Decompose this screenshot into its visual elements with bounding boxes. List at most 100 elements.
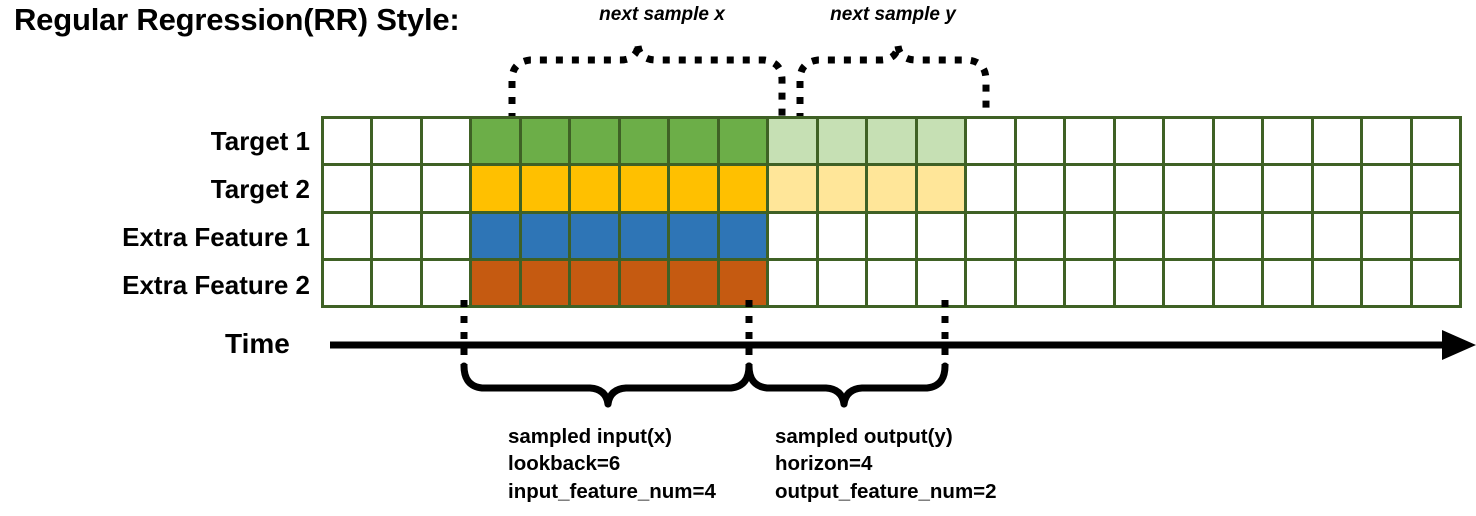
- bottom-brace-connectors: [460, 300, 949, 408]
- grid-cell: [967, 213, 1014, 258]
- annotation-output-line-1: sampled output(y): [775, 425, 953, 448]
- top-brace-connectors: [508, 45, 990, 120]
- grid-cell: [670, 166, 717, 211]
- grid-cell: [422, 213, 470, 258]
- grid-cell: [1066, 260, 1113, 305]
- grid-cell: [818, 166, 866, 211]
- grid-cell: [1313, 119, 1361, 164]
- grid-cell: [472, 166, 519, 211]
- grid-cell: [818, 260, 866, 305]
- grid-cell: [967, 166, 1014, 211]
- grid-cell: [719, 260, 767, 305]
- annotation-output-line-2: horizon=4: [775, 452, 873, 476]
- grid-cell: [422, 260, 470, 305]
- grid-cell: [719, 166, 767, 211]
- grid-cell: [719, 119, 767, 164]
- grid-cell: [917, 213, 965, 258]
- grid-cell: [917, 166, 965, 211]
- grid-cell: [967, 260, 1014, 305]
- row-label-extra-feature-2: Extra Feature 2: [122, 270, 310, 300]
- right-arrow-icon: [1442, 330, 1476, 360]
- grid-cell: [967, 119, 1014, 164]
- time-axis-label: Time: [225, 328, 290, 359]
- grid-cell: [1313, 166, 1361, 211]
- grid-cell: [571, 213, 618, 258]
- grid-cell: [1016, 260, 1064, 305]
- grid-cell: [1412, 119, 1459, 164]
- grid-cell: [1412, 166, 1459, 211]
- annotation-input-line-3: input_feature_num=4: [508, 479, 716, 503]
- grid-cell: [620, 213, 668, 258]
- grid-cell: [1165, 260, 1212, 305]
- grid-cell: [472, 119, 519, 164]
- grid-cell: [1066, 119, 1113, 164]
- grid-cell: [521, 260, 569, 305]
- grid-cell: [769, 213, 816, 258]
- grid-cell: [868, 260, 915, 305]
- grid-cell: [1016, 166, 1064, 211]
- grid-cell: [1363, 166, 1410, 211]
- grid-cell: [1313, 260, 1361, 305]
- grid-cell: [373, 213, 420, 258]
- grid-cell: [571, 166, 618, 211]
- grid-cell: [1115, 166, 1163, 211]
- label-next-sample-x: next sample x: [599, 4, 725, 25]
- grid-cell: [1363, 260, 1410, 305]
- annotation-output-line-3: output_feature_num=2: [775, 479, 997, 503]
- grid-cell: [1363, 119, 1410, 164]
- row-label-target-2: Target 2: [210, 174, 310, 204]
- grid-cell: [769, 166, 816, 211]
- grid-cell: [324, 260, 371, 305]
- grid-cell: [1412, 213, 1459, 258]
- grid-cell: [472, 260, 519, 305]
- grid-cell: [324, 166, 371, 211]
- grid-cell: [1115, 119, 1163, 164]
- grid-cell: [1066, 166, 1113, 211]
- grid-cell: [917, 119, 965, 164]
- grid-cell: [1016, 119, 1064, 164]
- grid-cell: [1214, 260, 1262, 305]
- grid-cell: [670, 119, 717, 164]
- grid-cell: [620, 119, 668, 164]
- grid-cell: [670, 260, 717, 305]
- grid-cell: [868, 213, 915, 258]
- grid-cell: [1165, 166, 1212, 211]
- row-label-target-1: Target 1: [210, 126, 310, 156]
- grid-cell: [620, 166, 668, 211]
- grid-cell: [472, 213, 519, 258]
- grid-cell: [324, 119, 371, 164]
- grid-cell: [1214, 213, 1262, 258]
- time-axis-arrow: [330, 330, 1476, 360]
- grid-cell: [818, 119, 866, 164]
- grid-cell: [1264, 166, 1311, 211]
- annotation-input-line-2: lookback=6: [508, 452, 621, 476]
- grid-cell: [719, 213, 767, 258]
- page-title: Regular Regression(RR) Style:: [14, 2, 460, 37]
- grid-cell: [868, 166, 915, 211]
- grid-cell: [868, 119, 915, 164]
- grid-cell: [373, 119, 420, 164]
- grid-cell: [1115, 260, 1163, 305]
- annotation-input-line-1: sampled input(x): [508, 425, 673, 448]
- grid-cell: [1016, 213, 1064, 258]
- timeseries-grid: [321, 116, 1462, 308]
- grid-cell: [1412, 260, 1459, 305]
- grid-cell: [521, 166, 569, 211]
- grid-cell: [769, 260, 816, 305]
- grid-cell: [1363, 213, 1410, 258]
- grid-cell: [373, 260, 420, 305]
- grid-cell: [422, 119, 470, 164]
- annotation-sampled-input: sampled input(x) lookback=6 input_featur…: [508, 423, 716, 505]
- grid-cell: [1066, 213, 1113, 258]
- grid-cell: [373, 166, 420, 211]
- grid-cell: [1264, 119, 1311, 164]
- grid-cell: [1313, 213, 1361, 258]
- grid-cell: [1115, 213, 1163, 258]
- grid-cell: [1214, 119, 1262, 164]
- label-next-sample-y: next sample y: [830, 4, 956, 25]
- grid-cell: [1214, 166, 1262, 211]
- grid-cell: [521, 213, 569, 258]
- grid-cell: [917, 260, 965, 305]
- grid-cell: [571, 260, 618, 305]
- grid-cell: [769, 119, 816, 164]
